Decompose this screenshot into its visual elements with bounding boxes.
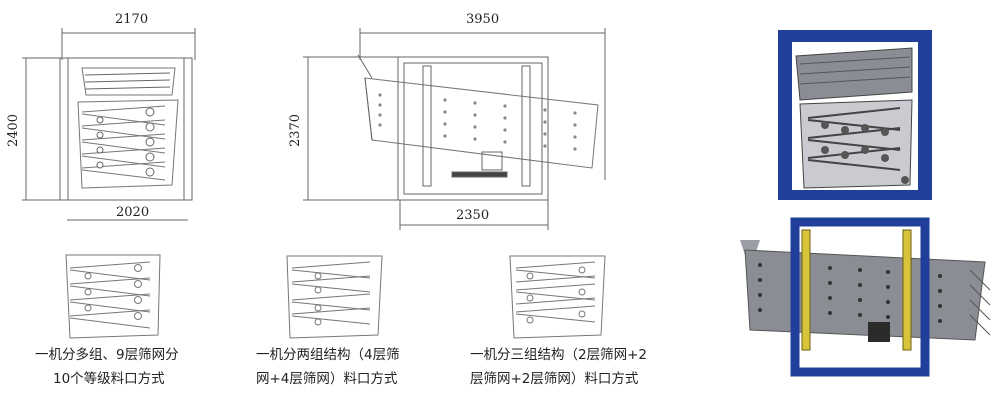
side-view-drawing: [303, 28, 606, 230]
caption-3-line2: 层筛网+2层筛网）料口方式: [470, 371, 639, 387]
dim-front-width-top: 2170: [115, 12, 149, 27]
front-view-drawing: [22, 28, 196, 221]
deck-diagram-2: [286, 255, 383, 339]
caption-1-line2: 10个等级料口方式: [53, 371, 165, 387]
render-front-cutaway: [778, 30, 932, 200]
caption-2-line2: 网+4层筛网）料口方式: [256, 371, 398, 387]
dim-front-width-bottom: 2020: [116, 205, 150, 220]
dim-side-width-bottom: 2350: [456, 208, 490, 223]
caption-1: 一机分多组、9层筛网分 10个等级料口方式: [35, 343, 179, 391]
render-side-view: [740, 217, 991, 377]
caption-3: 一机分三组结构（2层筛网+2 层筛网+2层筛网）料口方式: [470, 343, 647, 391]
caption-2-line1: 一机分两组结构（4层筛: [256, 347, 400, 363]
caption-2: 一机分两组结构（4层筛 网+4层筛网）料口方式: [256, 343, 400, 391]
caption-1-line1: 一机分多组、9层筛网分: [35, 347, 179, 363]
caption-3-line1: 一机分三组结构（2层筛网+2: [470, 347, 647, 363]
dim-side-length: 3950: [466, 12, 500, 27]
deck-diagram-3: [509, 255, 606, 339]
dim-front-height: 2400: [6, 113, 22, 148]
deck-diagram-1: [65, 254, 161, 339]
dim-side-height: 2370: [288, 113, 304, 148]
